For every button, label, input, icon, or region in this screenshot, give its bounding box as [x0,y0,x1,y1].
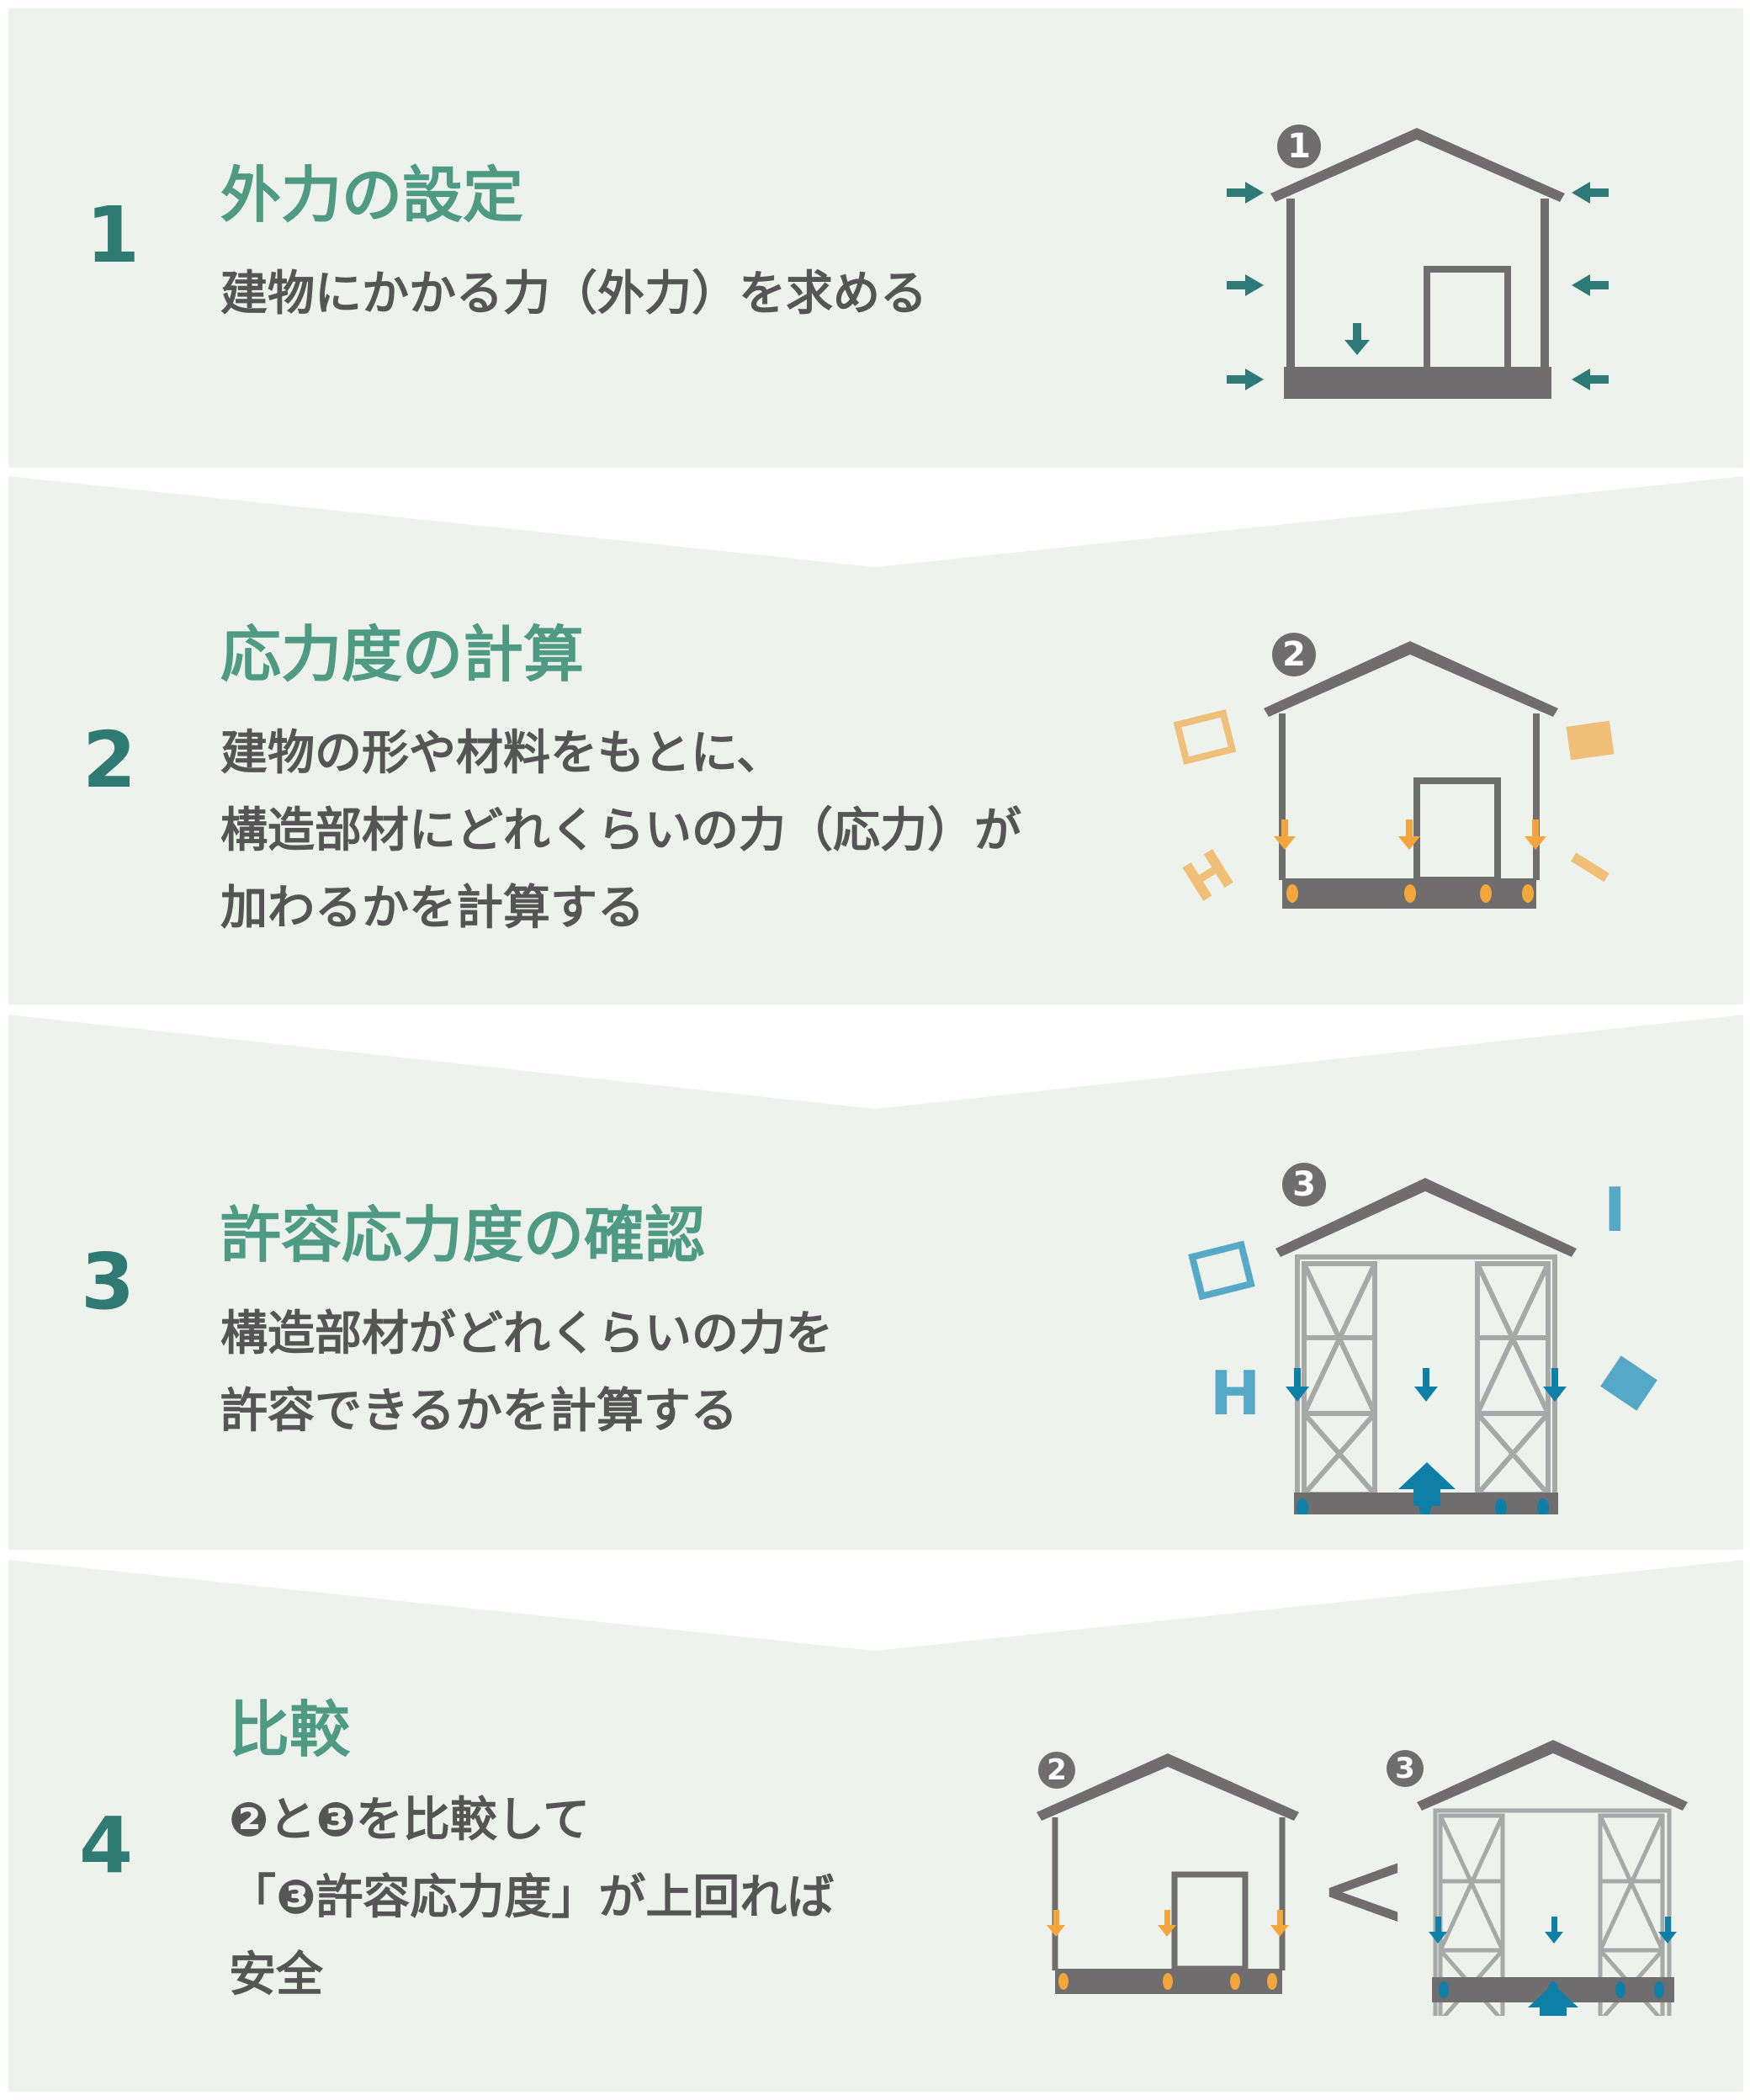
arrow-left-icon [1572,369,1609,390]
external-force-arrows [1227,182,1609,390]
step-3-title: 許容応力度の確認 [220,1200,706,1270]
stress-dots [1058,1973,1277,1990]
door [1171,1871,1249,1972]
stress-arrows [1047,1910,1289,1937]
arrow-left-icon [1572,274,1609,296]
step-1-line-1: 建物にかかる力（外力）を求める [220,267,927,321]
stress-arrows [1274,819,1546,850]
house-external-force-icon [1227,125,1609,399]
step-1-description: 建物にかかる力（外力）を求める [220,256,927,333]
solid-section-icon [1566,720,1615,761]
step-2-line-1: 建物の形や材料をもとに、 [220,726,784,781]
arrow-down-icon [1286,1368,1309,1402]
step-2-description: 建物の形や材料をもとに、 構造部材にどれくらいの力（応力）が 加わるかを計算する [220,715,1021,947]
i-section-label: I [1604,1175,1626,1245]
roof [1417,1740,1688,1811]
step-1-badge: 1 [1287,127,1311,166]
arrow-down-icon [1270,1910,1289,1937]
step-badge-circle [1272,633,1316,676]
step-4-description: ❷と❸を比較して 「❸許容応力度」が上回れば 安全 [229,1782,834,2014]
arrow-down-icon [1344,323,1370,355]
member-shapes [1173,709,1615,765]
step-3-number: 3 [81,1237,135,1327]
stress-house-small-icon [1037,1752,1299,1994]
up-arrow-icon [1528,1984,1578,2016]
panel-4 [8,1560,1743,2092]
step-4-title: 比較 [229,1694,351,1765]
step-2-line-3: 加わるかを計算する [220,881,644,936]
arrow-down-icon [1414,1368,1438,1402]
house-allowable-stress-icon [1188,1153,1657,1514]
h-section-label: H [1210,1358,1261,1429]
arrow-down-icon [1658,1917,1677,1944]
step-4-left-badge: 2 [1047,1753,1067,1787]
step-3-badge: 3 [1292,1165,1316,1204]
arrow-left-icon [1572,182,1609,204]
arrow-right-icon [1227,182,1264,204]
allowable-house-small-icon [1387,1740,1688,2016]
step-3-description: 構造部材がどれくらいの力を 許容できるかを計算する [220,1296,833,1450]
arrow-right-icon [1227,369,1264,390]
allowable-arrows [1286,1368,1567,1402]
hollow-square-section-icon [1188,1240,1255,1301]
door [1424,266,1511,374]
step-badge-circle [1282,1163,1326,1206]
stress-dots [1286,884,1534,903]
arrow-down-icon [1543,1368,1567,1402]
house-body [1270,128,1565,399]
house-body [1264,641,1558,909]
panel-1 [8,8,1743,468]
step-3-line-1: 構造部材がどれくらいの力を [220,1307,833,1361]
arrow-down-icon [1398,819,1420,850]
arrow-down-icon [1047,1910,1065,1937]
arrow-down-icon [1545,1917,1563,1944]
step-1-title: 外力の設定 [220,160,524,231]
house-stress-icon [1173,633,1615,909]
step-4-right-badge: 3 [1395,1752,1415,1785]
step-3-line-2: 許容できるかを計算する [220,1384,738,1439]
arrow-down-icon [1274,819,1296,850]
hollow-square-section-icon [1173,709,1237,765]
arrow-right-icon [1227,274,1264,296]
arrow-down-icon [1158,1910,1176,1937]
step-2-title: 応力度の計算 [220,619,585,690]
upward-reaction-arrow-icon [1402,1153,1427,1489]
arrow-down-icon [1429,1917,1447,1944]
step-4-line-1: ❷と❸を比較して [229,1793,591,1848]
step-4-line-3: 安全 [229,1948,323,2002]
less-than-symbol: < [1318,1825,1409,1953]
step-4-number: 4 [79,1800,134,1891]
roof [1037,1753,1299,1821]
step-badge-circle [1277,125,1321,168]
step-badge-circle [1038,1752,1075,1789]
step-2-line-2: 構造部材にどれくらいの力（応力）が [220,803,1021,858]
up-arrow-icon [1398,1462,1456,1506]
solid-section-icon [1600,1355,1657,1411]
foundation [1284,367,1551,399]
step-4-line-2: 「❸許容応力度」が上回れば [229,1870,835,1925]
step-2-number: 2 [82,715,137,805]
door [1413,777,1501,883]
panel-2 [8,476,1743,1005]
step-2-badge: 2 [1282,635,1306,674]
step-1-number: 1 [86,190,141,280]
allowable-arrows [1429,1917,1677,1944]
step-badge-circle [1387,1750,1424,1787]
member-shapes [1188,1240,1657,1411]
arrow-down-icon [1525,819,1546,850]
